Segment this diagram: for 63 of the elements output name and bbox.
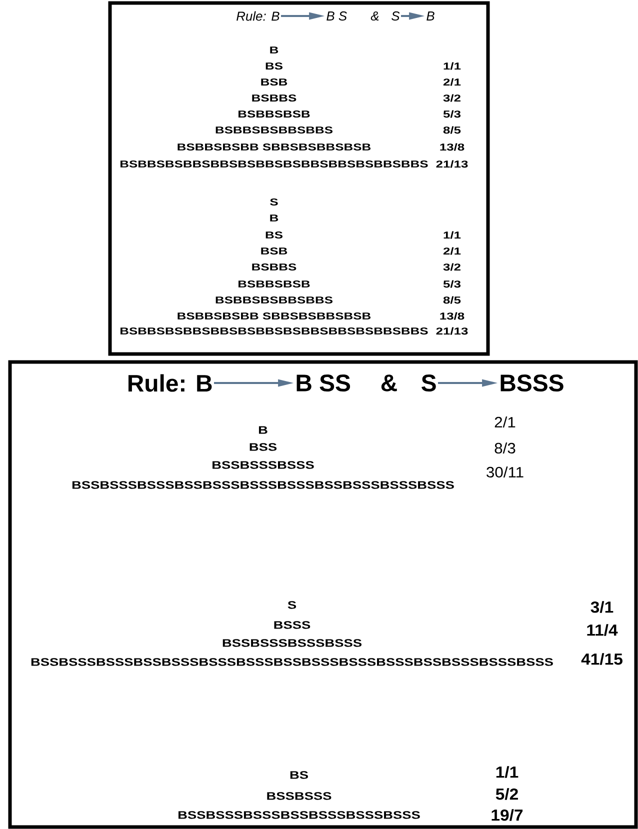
ratio-label: 19/7 (492, 809, 523, 821)
rule-text: B S (326, 11, 347, 21)
sequence-text: BSBBSBSB (238, 280, 310, 288)
sequence-text: BSSBSSS (267, 792, 332, 800)
ratio-label: 3/2 (443, 94, 460, 102)
ratio-label: 2/1 (443, 78, 461, 86)
ratio-label: 3/2 (443, 263, 460, 271)
rule-text: BSSS (500, 374, 564, 392)
ratio-label: 11/4 (587, 624, 618, 636)
ratio-label: 5/3 (443, 280, 461, 288)
sequence-text: BS (266, 231, 282, 239)
ratio-label: 1/1 (444, 231, 461, 239)
rule-text: B SS (296, 374, 350, 392)
ratio-label: 13/8 (440, 312, 464, 320)
sequence-text: B (270, 46, 278, 54)
sequence-text: B (270, 214, 278, 222)
panel-frame (108, 1, 490, 356)
sequence-text: BSBBSBSBBSBBS (216, 126, 332, 134)
ratio-label: 8/5 (443, 296, 461, 304)
sequence-text: BS (290, 771, 308, 779)
sequence-text: BSSBSSSBSSSBSSBSSSBSSSBSSS (178, 811, 420, 819)
ratio-label: 30/11 (486, 466, 524, 478)
sequence-text: BSSBSSSBSSS (212, 461, 314, 469)
sequence-text: BSB (261, 78, 288, 86)
ratio-label: 2/1 (443, 247, 461, 255)
ratio-label: 8/5 (443, 126, 461, 134)
ratio-label: 5/2 (496, 788, 518, 800)
sequence-text: BSBBSBSBB SBBSBSBBSBSB (178, 312, 371, 320)
panel-frame (8, 360, 638, 829)
ampersand: & (381, 374, 397, 392)
ampersand: & (370, 11, 379, 21)
ratio-label: 13/8 (440, 143, 464, 151)
sequence-text: BSSBSSSBSSSBSSBSSSBSSSBSSSBSSBSSSBSSSBSSS (72, 481, 454, 489)
sequence-text: BSBBSBSBBSBBSBSBBSBSBBSBBSBSBBSBBS (120, 160, 428, 168)
ratio-label: 8/3 (494, 442, 516, 454)
rule-text: S (392, 11, 400, 21)
ratio-label: 21/13 (436, 160, 468, 168)
sequence-text: BSSBSSSBSSSBSSBSSSBSSSBSSSBSSBSSSBSSSBSSSBSSBSSSBSSSBSSS (31, 658, 553, 666)
sequence-text: BSS (250, 443, 277, 451)
sequence-text: BSBBSBSB (238, 110, 310, 118)
ratio-label: 2/1 (494, 416, 516, 428)
sequence-text: BSB (261, 247, 288, 255)
sequence-text: BSSBSSSBSSSBSSS (222, 639, 362, 647)
sequence-text: BSBBSBSBBSBBS (216, 296, 332, 304)
sequence-text: S (270, 198, 278, 206)
sequence-text: BSBBSBSBB SBBSBSBBSBSB (178, 143, 371, 151)
ratio-label: 1/1 (444, 62, 461, 70)
sequence-text: BS (266, 62, 282, 70)
sequence-text: BSBBS (252, 263, 296, 271)
rule-text: B (426, 12, 434, 20)
sequence-text: B (258, 426, 268, 434)
ratio-label: 21/13 (436, 327, 468, 335)
ratio-label: 3/1 (590, 601, 614, 613)
ratio-label: 1/1 (496, 766, 518, 778)
sequence-text: BSBBSBSBBSBBSBSBBSBSBBSBBSBSBBSBBS (120, 327, 428, 335)
sequence-text: BSSS (274, 621, 310, 629)
rule-text: Rule: B (128, 374, 212, 392)
rule-text: Rule: B (236, 11, 280, 21)
ratio-label: 41/15 (581, 653, 622, 665)
rule-text: S (422, 374, 436, 392)
ratio-label: 5/3 (443, 110, 461, 118)
sequence-text: BSBBS (252, 94, 296, 102)
sequence-text: S (288, 601, 296, 609)
